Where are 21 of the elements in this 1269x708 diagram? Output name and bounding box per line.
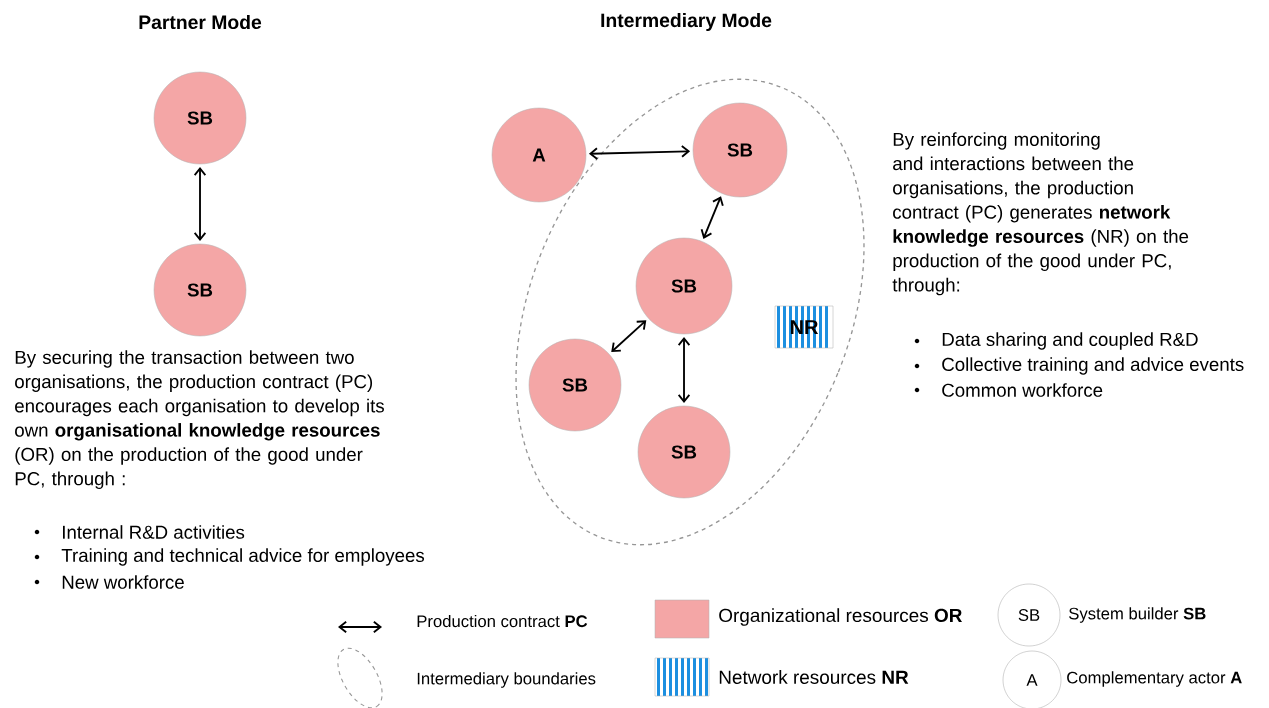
legend-label: Network resources NR bbox=[719, 670, 909, 684]
arrow bbox=[611, 320, 647, 353]
arrow bbox=[700, 196, 724, 239]
legend-label: Production contract PC bbox=[417, 614, 588, 628]
arrow bbox=[193, 166, 207, 242]
legend-label: System builder SB bbox=[1069, 607, 1206, 623]
bullet-item: Common workforce bbox=[914, 383, 1103, 397]
arrow bbox=[588, 145, 691, 160]
legend-label: Organizational resources OR bbox=[719, 608, 962, 626]
paragraph: By securing the transaction between two organisations, the production contract (PC) encourages each organisation to develop its own organisational knowledge resources (OR) on the production of the good under PC, through : bbox=[15, 350, 384, 489]
bullet-item: Data sharing and coupled R&D bbox=[914, 332, 1198, 350]
bullet-item: New workforce bbox=[34, 575, 184, 589]
heading: Partner Mode bbox=[139, 14, 262, 30]
bullet-item: Training and technical advice for employees bbox=[34, 548, 425, 566]
bullet-item: Collective training and advice events bbox=[914, 357, 1244, 375]
bullet-item: Internal R&D activities bbox=[34, 525, 245, 539]
arrow bbox=[677, 336, 691, 404]
legend-label: Complementary actor A bbox=[1067, 671, 1242, 687]
paragraph: By reinforcing monitoring and interactions between the organisations, the production contract (PC) generates network knowledge resources (NR) on the production of the good under PC, through: bbox=[892, 132, 1189, 296]
legend-label: Intermediary boundaries bbox=[417, 672, 596, 688]
heading: Intermediary Mode bbox=[601, 13, 772, 31]
